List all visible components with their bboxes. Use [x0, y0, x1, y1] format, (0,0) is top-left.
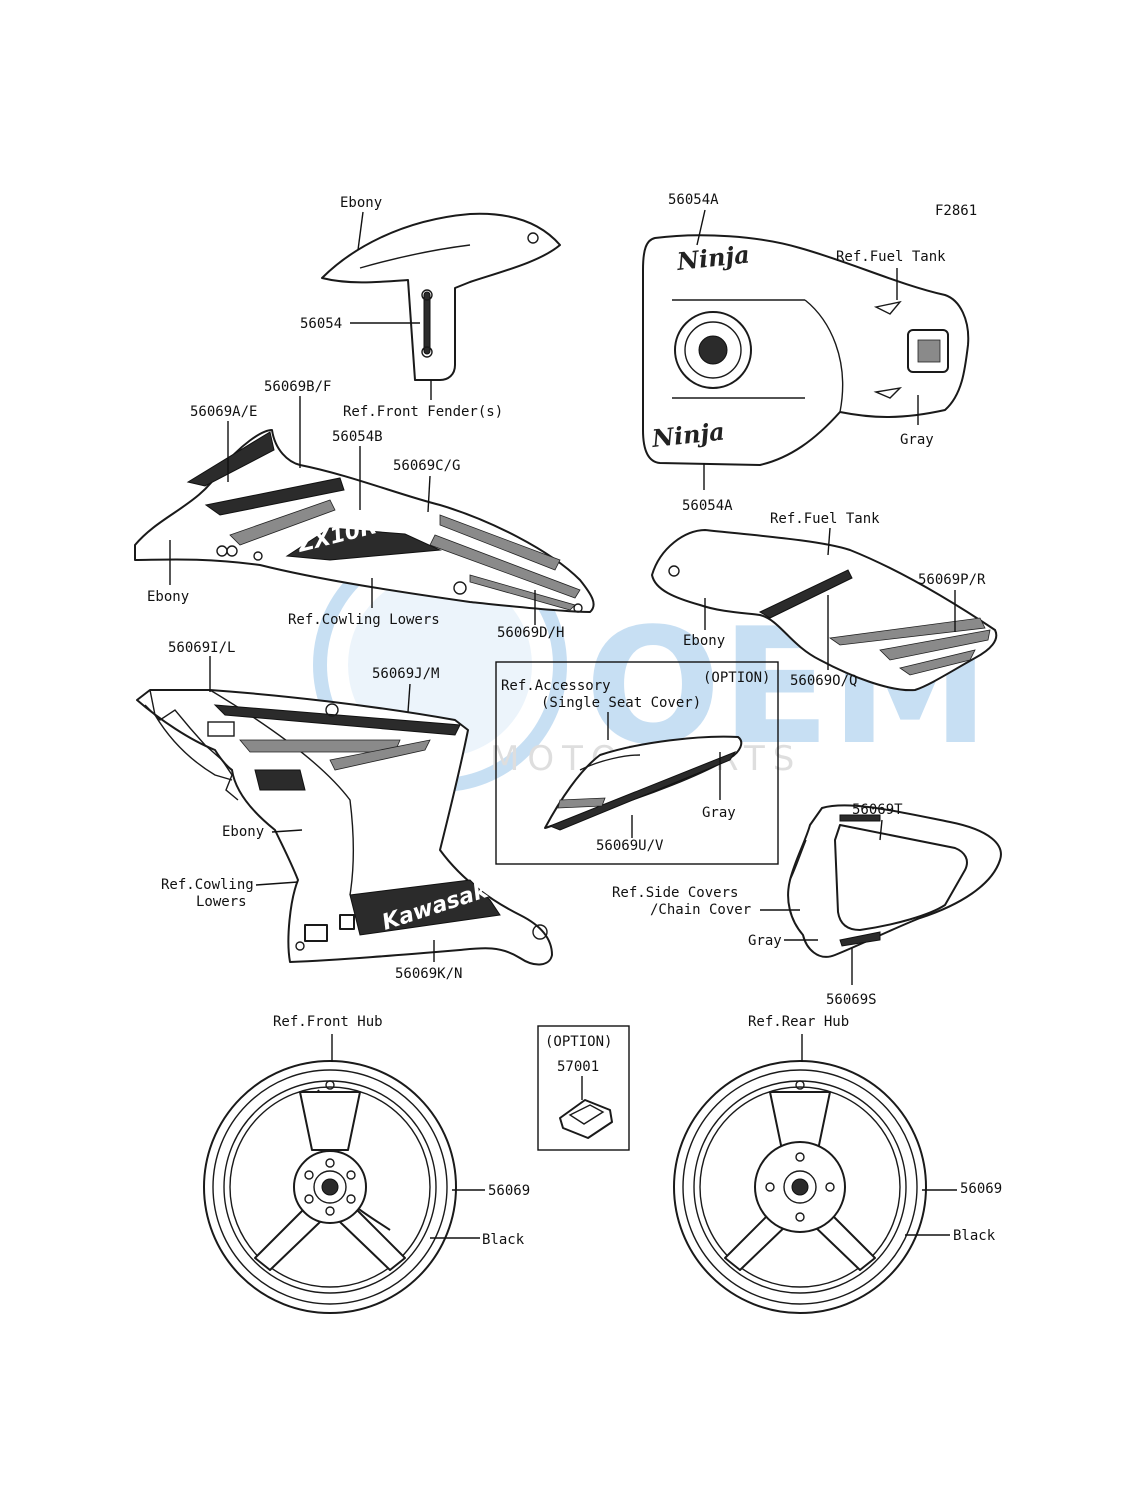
label-tank-cover-oq: 56069O/Q [790, 673, 857, 689]
label-tank-logo-top: 56054A [668, 192, 719, 208]
side-vent-1 [304, 924, 328, 942]
fuel-tank-group: Ninja Ninja 56054A Ref.Fuel Tank Gray 56… [642, 192, 970, 514]
label-accessory-ref-1: Ref.Accessory [501, 678, 611, 694]
label-tank-gray: Gray [900, 432, 934, 448]
rear-cowl-group: 56069T Ref.Side Covers /Chain Cover Gray… [612, 802, 1002, 1008]
label-rear-wheel-color: Black [953, 1228, 996, 1244]
label-side-il: 56069I/L [168, 640, 235, 656]
option-box-frame [495, 661, 779, 865]
label-side-ref-1: Ref.Cowling [161, 877, 254, 893]
label-side-jm: 56069J/M [372, 666, 439, 682]
label-fender-color: Ebony [340, 195, 382, 211]
label-accessory-ref-2: (Single Seat Cover) [541, 695, 701, 711]
option-seat-cover-box: (OPTION) Ref.Accessory (Single Seat Cove… [495, 661, 779, 865]
label-option2-tag: (OPTION) [545, 1034, 612, 1050]
label-tank-cover-pr: 56069P/R [918, 572, 986, 588]
label-front-wheel-color: Black [482, 1232, 525, 1248]
label-option2-part: 57001 [557, 1059, 599, 1075]
fender-decal-56054 [423, 291, 431, 355]
label-tank-logo-bottom: 56054A [682, 498, 733, 514]
option-57001-part [559, 1099, 613, 1139]
label-option-tag: (OPTION) [703, 670, 770, 686]
label-cowl-a: 56069A/E [190, 404, 257, 420]
label-side-ref-2: Lowers [196, 894, 247, 910]
label-side-ebony: Ebony [222, 824, 264, 840]
front-wheel-group: Ref.Front Hub 56069 Black [203, 1014, 530, 1314]
front-fender [321, 212, 561, 381]
figure-code: F2861 [935, 203, 977, 219]
label-cowl-ref-lowers: Ref.Cowling Lowers [288, 612, 440, 628]
option-57001-box: (OPTION) 57001 [537, 1025, 630, 1151]
label-cowl-ebony: Ebony [147, 589, 189, 605]
label-tank-cover-ref: Ref.Fuel Tank [770, 511, 880, 527]
label-tank-cover-ebony: Ebony [683, 633, 725, 649]
label-cowl-d: 56069D/H [497, 625, 564, 641]
label-cowl-b: 56069B/F [264, 379, 331, 395]
label-rear-s: 56069S [826, 992, 877, 1008]
side-fairing-group: Kawasaki 56069I/L 56069J/M Ebony Ref.Cow… [136, 640, 553, 982]
fuel-tank [642, 234, 970, 466]
option2-box-frame [537, 1025, 630, 1151]
label-rear-t: 56069T [852, 802, 903, 818]
label-front-hub-ref: Ref.Front Hub [273, 1014, 383, 1030]
label-seat-gray: Gray [702, 805, 736, 821]
front-fender-group: Ebony 56054 Ref.Front Fender(s) [300, 195, 561, 420]
tank-cover-group: Ref.Fuel Tank 56069P/R Ebony 56069O/Q [651, 511, 998, 692]
label-seat-uv: 56069U/V [596, 838, 664, 854]
label-fender-part: 56054 [300, 316, 342, 332]
label-front-wheel-part: 56069 [488, 1183, 530, 1199]
label-cowl-c: 56069C/G [393, 458, 460, 474]
label-tank-ref: Ref.Fuel Tank [836, 249, 946, 265]
label-fender-ref: Ref.Front Fender(s) [343, 404, 503, 420]
label-rear-ref-1: Ref.Side Covers [612, 885, 738, 901]
label-rear-wheel-part: 56069 [960, 1181, 1002, 1197]
label-side-kn: 56069K/N [395, 966, 462, 982]
upper-cowl-group: ZX10R 56069A/E 56069B/F 56054B 56069C/G … [134, 379, 595, 641]
label-rear-hub-ref: Ref.Rear Hub [748, 1014, 849, 1030]
label-rear-gray: Gray [748, 933, 782, 949]
rear-wheel-group: Ref.Rear Hub 56069 Black [673, 1014, 1002, 1314]
label-cowl-zx: 56054B [332, 429, 383, 445]
label-rear-ref-2: /Chain Cover [650, 902, 751, 918]
